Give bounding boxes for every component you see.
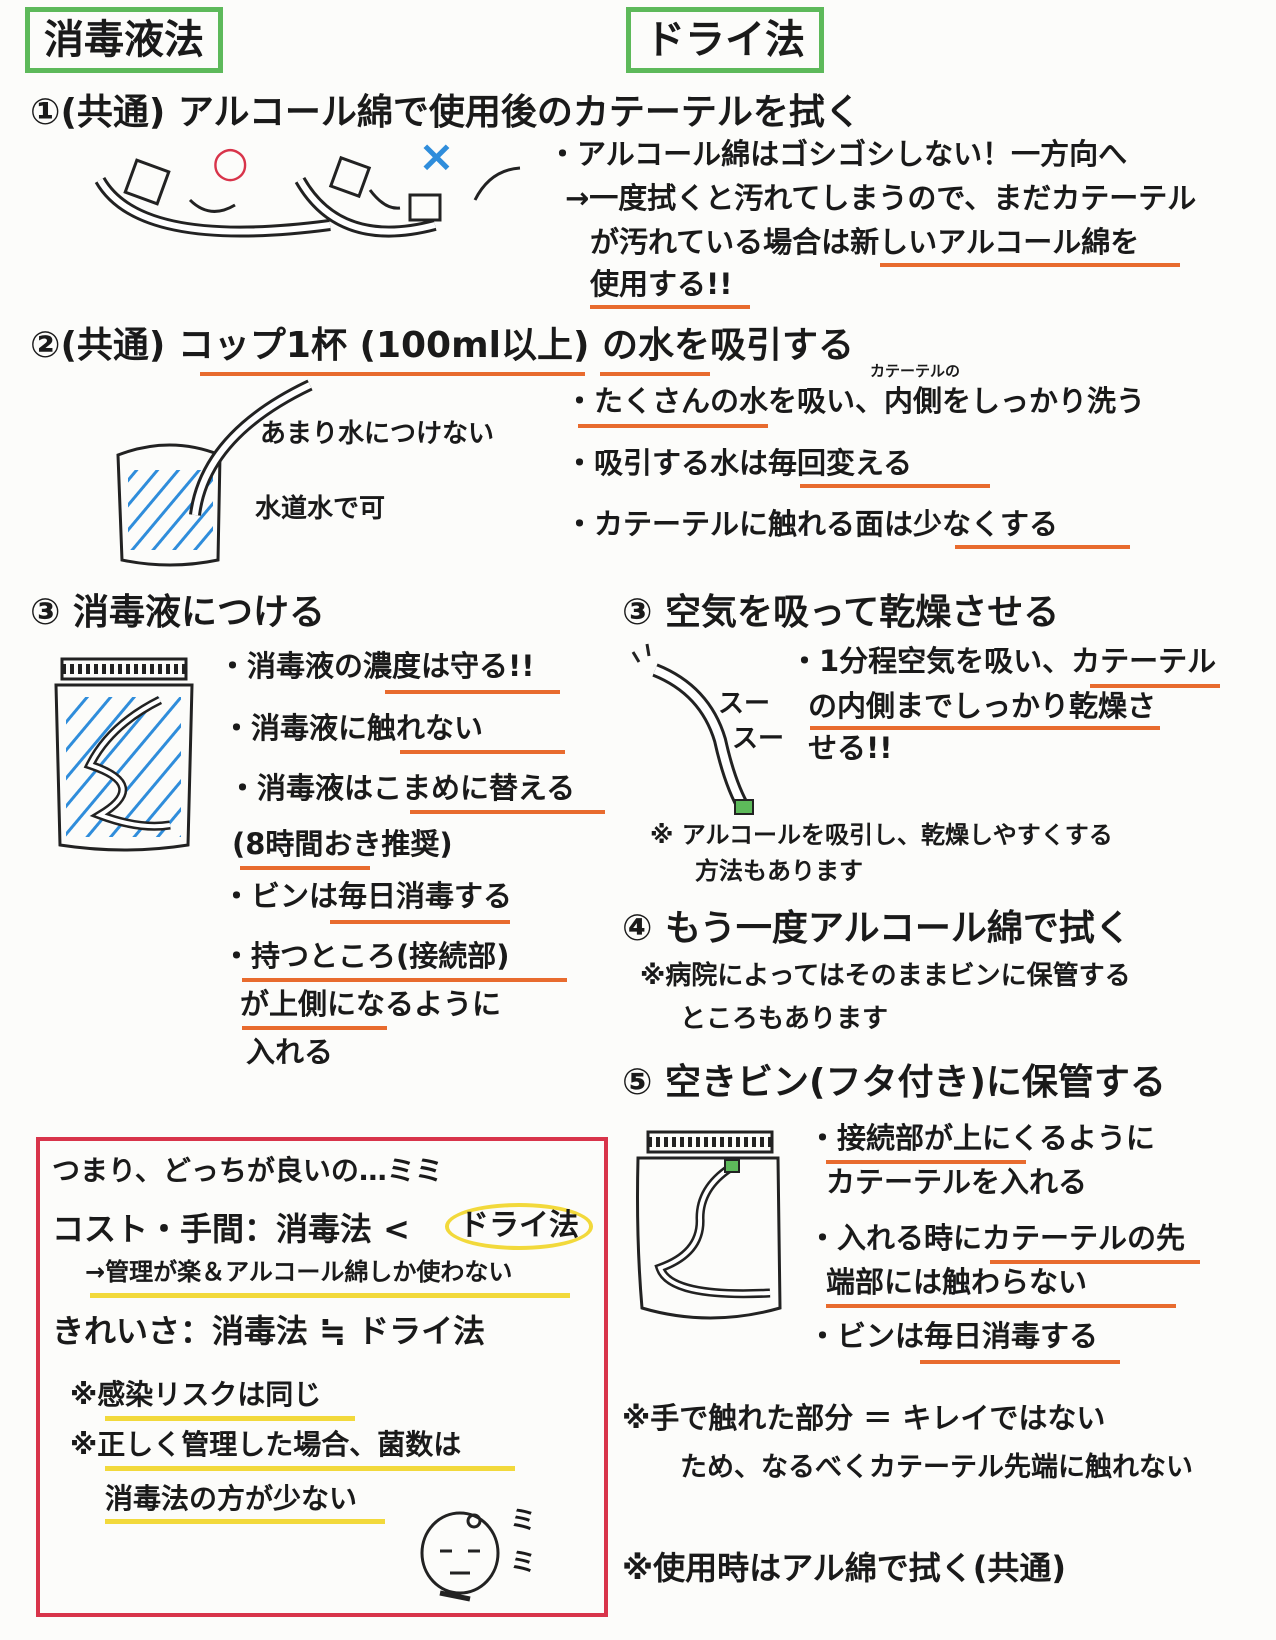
right3-note-1: ※ アルコールを吸引し、乾燥しやすくする [650,821,1113,849]
step1-catheter-illustration [94,155,521,238]
underline [400,750,565,754]
bottom-note-3: ※使用時はアル綿で拭く(共通) [622,1549,1067,1587]
underline [810,726,1160,730]
step1-bullet: ・アルコール綿はゴシゴシしない！一方向へ [548,137,1128,171]
left3-bullet-2: ・消毒液に触れない [222,711,484,745]
summary-box: つまり、どっちが良いの…ミミ コスト・手間：消毒法 < ドライ法 →管理が楽＆ア… [36,1137,608,1617]
underline [955,545,1130,549]
underline [242,978,567,982]
highlight [105,1466,515,1471]
air-catheter-illustration [631,643,754,815]
left3-bullet-3: ・消毒液はこまめに替える [228,771,576,805]
underline [800,484,990,488]
summary-note-2: ※正しく管理した場合、菌数は [70,1428,462,1461]
underline [385,690,560,694]
summary-note-3: 消毒法の方が少ない [105,1482,358,1515]
step4-title: ④ もう一度アルコール綿で拭く [622,908,1131,949]
right3-title: ③ 空気を吸って乾燥させる [622,592,1060,633]
step5-bullet-5: ・ビンは毎日消毒する [808,1319,1099,1353]
highlight [105,1519,385,1524]
step2-bullet-2: ・吸引する水は毎回変える [565,446,913,480]
summary-cost-winner-wrap: ドライ法 [445,1203,593,1250]
highlight [90,1293,570,1298]
disinfect-jar-illustration [54,657,194,852]
summary-cost-winner: ドライ法 [445,1203,593,1250]
step4-note-1: ※病院によってはそのままビンに保管する [640,961,1131,991]
good-mark: ○ [212,137,249,186]
right3-note-2: 方法もあります [695,857,863,885]
underline [880,263,1180,267]
step5-bullet-3: ・入れる時にカテーテルの先 [808,1221,1186,1255]
left3-bullet-8: 入れる [246,1035,334,1069]
header-disinfect: 消毒液法 [25,7,223,73]
step5-bullet-1: ・接続部が上にくるように [808,1121,1155,1155]
storage-jar-illustration [636,1130,782,1320]
step1-title: ①(共通) アルコール綿で使用後のカテーテルを拭く [30,92,861,133]
sound-2: スー [732,724,785,754]
underline [590,305,750,309]
underline [410,810,605,814]
summary-cost-reason: →管理が楽＆アルコール綿しか使わない [85,1258,513,1286]
left3-bullet-1: ・消毒液の濃度は守る!! [218,649,535,683]
step1-line2: →一度拭くと汚れてしまうので、まだカテーテル [565,181,1197,215]
underline [578,424,768,428]
ruby-catheter: カテーテルの [870,362,961,380]
summary-clean-label: きれいさ：消毒法 ≒ ドライ法 [52,1312,486,1350]
bad-mark: × [418,131,455,182]
right3-bullet-2: の内側までしっかり乾燥さ [808,689,1157,723]
face-illustration [420,1511,500,1602]
right3-bullet-1: ・1分程空気を吸い、カテーテル [790,644,1217,678]
underline [920,1360,1120,1364]
underline [826,1160,1026,1164]
sound-1: スー [718,689,771,719]
right3-bullet-3: せる!! [808,731,893,765]
step2-bullet-3: ・カテーテルに触れる面は少なくする [565,507,1059,541]
face-text: ミミ [510,1506,537,1578]
step5-bullet-2: カテーテルを入れる [826,1165,1088,1199]
underline [330,920,510,924]
step5-bullet-4: 端部には触わらない [826,1265,1088,1299]
underline [990,1260,1200,1264]
step2-bullet-1: ・たくさんの水を吸い、内側をしっかり洗う [565,384,1146,418]
step1-line4: 使用する!! [590,267,733,301]
underline [1090,684,1220,688]
bottom-note-2: ため、なるべくカテーテル先端に触れない [680,1452,1193,1483]
summary-note-1: ※感染リスクは同じ [70,1378,322,1411]
left3-bullet-6: ・持つところ(接続部) [222,939,510,973]
step1-line3: が汚れている場合は新しいアルコール綿を [590,225,1140,259]
left3-bullet-7: が上側になるように [240,987,502,1021]
step2-title: ②(共通) コップ1杯 (100ml以上) の水を吸引する [30,325,854,366]
underline [600,372,710,376]
summary-question: つまり、どっちが良いの…ミミ [52,1154,443,1187]
underline [240,866,370,870]
highlight [105,1416,355,1421]
left3-bullet-5: ・ビンは毎日消毒する [222,879,513,913]
underline [826,1304,1176,1308]
cup-illustration [116,379,313,567]
left3-bullet-4: (8時間おき推奨) [232,827,453,861]
label-tap: 水道水で可 [255,494,386,524]
label-dip: あまり水につけない [260,419,495,449]
left3-title: ③ 消毒液につける [30,592,326,633]
step4-note-2: ところもあります [680,1004,889,1034]
underline [242,1026,387,1030]
underline [200,372,585,376]
header-dry: ドライ法 [626,7,824,73]
bottom-note-1: ※手で触れた部分 ＝ キレイではない [622,1401,1106,1435]
step5-title: ⑤ 空きビン(フタ付き)に保管する [622,1062,1166,1103]
summary-cost-label: コスト・手間：消毒法 < [52,1210,410,1248]
